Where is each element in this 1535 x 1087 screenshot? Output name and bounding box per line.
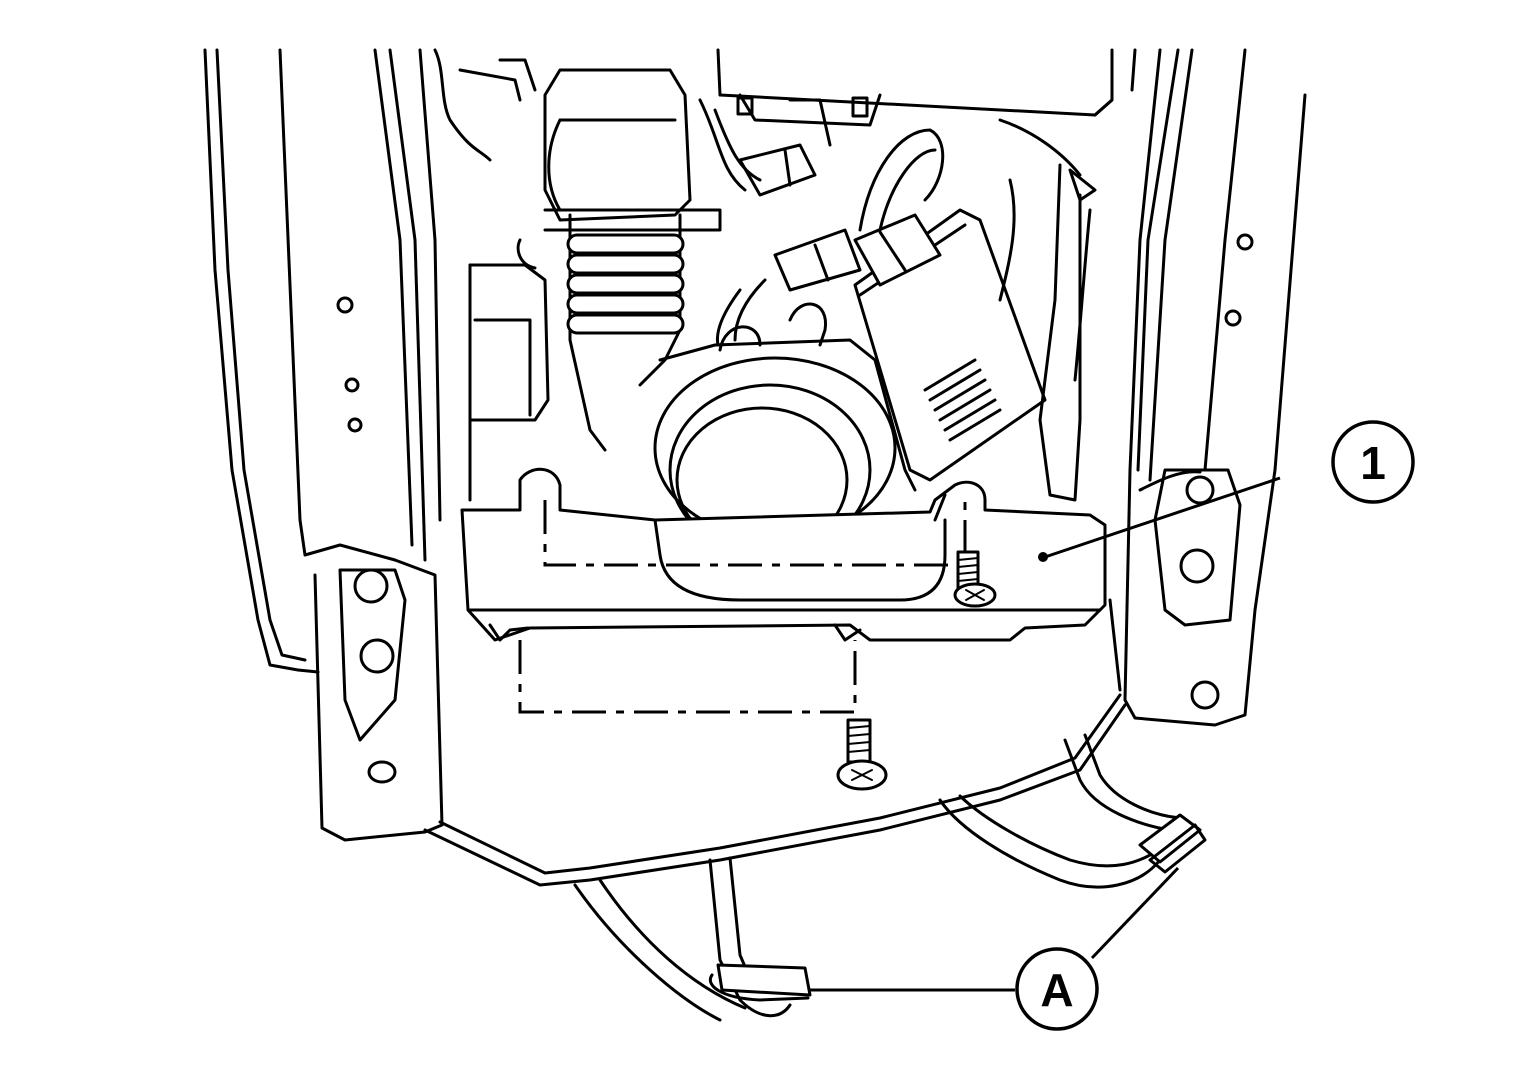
callout-a: A [810,866,1180,1031]
callout-1-circle [1331,420,1415,504]
callout-a-circle [1015,947,1099,1031]
bolts [518,500,997,791]
callout-a-label: A [1040,964,1073,1016]
bracket-part-1 [460,467,1107,642]
wire-harness [573,733,1207,1022]
part-1-marker-dot [1038,552,1048,562]
clip-a-right [1138,813,1207,874]
engine-components [433,48,1114,557]
left-frame-rail [203,48,444,842]
bolt-path-lower [518,640,857,714]
callout-1-leader [1044,476,1281,559]
bolt-path-upper [543,500,967,567]
callout-1-label: 1 [1360,437,1386,489]
callout-1: 1 [1044,420,1415,559]
right-frame-rail [1093,48,1307,727]
bolt-lower [836,718,888,791]
callout-a-leader-right [1090,866,1180,960]
clip-a-left [708,963,812,1002]
lower-fascia [423,598,1127,887]
bolt-upper [953,550,997,608]
